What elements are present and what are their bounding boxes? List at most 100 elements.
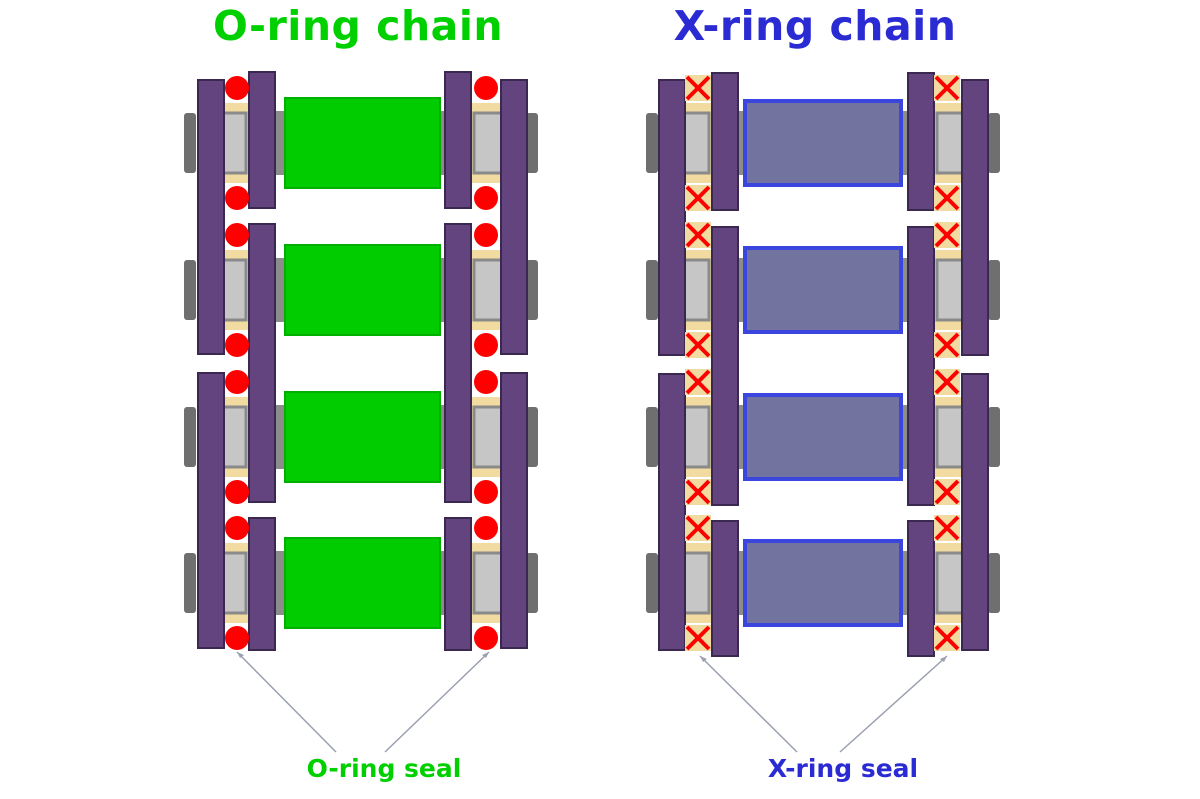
pin-end-stub: [646, 407, 658, 467]
o-ring-seal: [225, 626, 249, 650]
x-ring-seal: [685, 515, 711, 541]
bushing: [935, 111, 965, 175]
bushing: [472, 551, 504, 615]
seal-pointer-line: [236, 651, 337, 753]
roller: [284, 391, 441, 483]
o-ring-seal: [225, 370, 249, 394]
x-ring-seal: [934, 479, 960, 505]
pin-end-stub: [646, 260, 658, 320]
x-ring-seal: [934, 185, 960, 211]
pin-end-stub: [646, 553, 658, 613]
seal-pointer-line: [384, 651, 490, 753]
bushing: [221, 258, 248, 322]
pin-end-stub: [526, 553, 538, 613]
x-ring-seal: [685, 625, 711, 651]
outer-link-plate: [961, 79, 989, 356]
o-ring-seal: [225, 186, 249, 210]
bushing: [221, 111, 248, 175]
x-ring-seal: [685, 332, 711, 358]
x-ring-seal: [685, 185, 711, 211]
roller: [743, 393, 903, 481]
o-ring-seal: [225, 516, 249, 540]
x-ring-seal: [685, 75, 711, 101]
seal-pointer-line: [699, 655, 798, 753]
pin-end-stub: [988, 553, 1000, 613]
outer-link-plate: [197, 79, 225, 355]
bushing: [472, 258, 504, 322]
o-ring-seal: [474, 333, 498, 357]
roller: [284, 97, 441, 189]
inner-link-plate: [248, 71, 276, 209]
pin-end-stub: [184, 113, 196, 173]
x-ring-seal: [934, 515, 960, 541]
o-ring-seal: [225, 333, 249, 357]
o-ring-chain-drawing: [184, 71, 538, 753]
x-ring-seal: [685, 479, 711, 505]
inner-link-plate: [711, 72, 739, 211]
inner-link-plate: [444, 223, 472, 503]
o-ring-seal-label: O-ring seal: [306, 754, 462, 783]
roller: [284, 244, 441, 336]
pin-end-stub: [526, 407, 538, 467]
o-ring-seal: [474, 480, 498, 504]
o-ring-seal: [474, 186, 498, 210]
roller: [284, 537, 441, 629]
inner-link-plate: [907, 72, 935, 211]
pin-end-stub: [526, 113, 538, 173]
x-ring-seal-label: X-ring seal: [767, 754, 919, 783]
bushing: [935, 258, 965, 322]
inner-link-plate: [248, 517, 276, 651]
x-ring-seal: [934, 332, 960, 358]
o-ring-chain-title: O-ring chain: [212, 2, 504, 50]
inner-link-plate: [907, 520, 935, 657]
o-ring-seal: [474, 626, 498, 650]
bushing: [935, 405, 965, 469]
inner-link-plate: [248, 223, 276, 503]
bushing: [682, 405, 711, 469]
pin-end-stub: [184, 553, 196, 613]
x-ring-seal: [934, 369, 960, 395]
pin-end-stub: [988, 113, 1000, 173]
roller: [743, 539, 903, 627]
x-ring-chain-title: X-ring chain: [673, 2, 957, 50]
pin-end-stub: [184, 407, 196, 467]
bushing: [935, 551, 965, 615]
seal-pointer-line: [839, 655, 948, 753]
bushing: [221, 551, 248, 615]
x-ring-chain-drawing: [646, 72, 1000, 753]
o-ring-seal: [225, 480, 249, 504]
bushing: [472, 405, 504, 469]
bushing: [472, 111, 504, 175]
o-ring-seal: [474, 516, 498, 540]
x-ring-seal: [934, 625, 960, 651]
outer-link-plate: [961, 373, 989, 651]
inner-link-plate: [444, 71, 472, 209]
inner-link-plate: [711, 520, 739, 657]
pin-end-stub: [988, 407, 1000, 467]
pin-end-stub: [184, 260, 196, 320]
x-ring-seal: [685, 369, 711, 395]
o-ring-seal: [474, 370, 498, 394]
seal-pointer-arrowhead: [237, 652, 244, 658]
x-ring-seal: [934, 75, 960, 101]
bushing: [682, 551, 711, 615]
o-ring-seal: [474, 223, 498, 247]
o-ring-seal: [225, 76, 249, 100]
seal-pointer-arrowhead: [940, 656, 947, 662]
seal-pointer-arrowhead: [700, 656, 707, 662]
x-ring-seal: [934, 222, 960, 248]
bushing: [682, 111, 711, 175]
outer-link-plate: [500, 79, 528, 355]
outer-link-plate: [500, 372, 528, 649]
inner-link-plate: [711, 226, 739, 506]
seal-pointer-arrowhead: [482, 652, 489, 658]
o-ring-seal: [225, 223, 249, 247]
outer-link-plate: [658, 79, 686, 356]
o-ring-seal: [474, 76, 498, 100]
inner-link-plate: [444, 517, 472, 651]
bushing: [221, 405, 248, 469]
pin-end-stub: [988, 260, 1000, 320]
inner-link-plate: [907, 226, 935, 506]
